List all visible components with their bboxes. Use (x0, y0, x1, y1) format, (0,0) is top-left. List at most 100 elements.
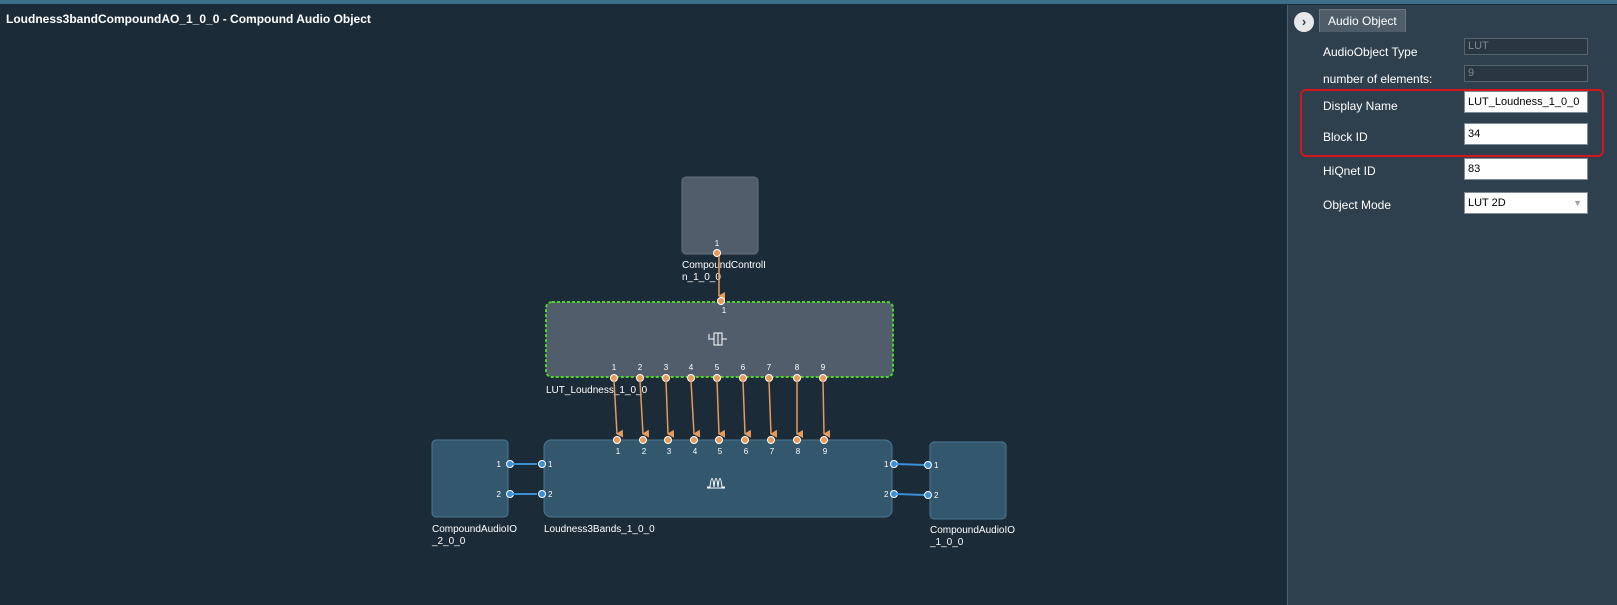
lut-output-pin[interactable] (765, 374, 773, 382)
lut-output-wire[interactable] (613, 380, 624, 438)
filter-bands-icon (707, 478, 725, 489)
audio-io-2-pin-2[interactable] (506, 490, 514, 498)
lut-output-pin-label: 4 (689, 363, 694, 372)
loudness-input-pin[interactable] (715, 436, 723, 444)
audio-wire-right-1[interactable] (896, 463, 925, 466)
loudness-right-pin-2-label: 2 (884, 490, 889, 499)
lut-output-pin[interactable] (636, 374, 644, 382)
loudness-input-pin-label: 7 (770, 447, 775, 456)
loudness-input-pin[interactable] (793, 436, 801, 444)
number-of-elements-label: number of elements: (1323, 72, 1433, 86)
block-id-label: Block ID (1323, 130, 1368, 144)
properties-panel: › Audio Object AudioObject Type LUT numb… (1288, 5, 1617, 605)
block-id-field[interactable]: 34 (1464, 123, 1588, 145)
lut-output-wire[interactable] (690, 380, 701, 438)
loudness-block-label: Loudness3Bands_1_0_0 (544, 524, 655, 535)
loudness-input-pin[interactable] (820, 436, 828, 444)
audio-io-1-pin-2[interactable] (924, 491, 932, 499)
audio-io-2-label-1: CompoundAudioIO (432, 524, 517, 535)
audioobject-type-field: LUT (1464, 38, 1588, 55)
canvas-title: Loudness3bandCompoundAO_1_0_0 - Compound… (6, 12, 371, 26)
audio-io-1-label-2: _1_0_0 (929, 537, 964, 548)
loudness-input-pin[interactable] (741, 436, 749, 444)
lut-output-pin[interactable] (610, 374, 618, 382)
compound-control-in-block[interactable]: 1 CompoundControlI n_1_0_0 (681, 176, 766, 283)
lut-output-pin-label: 7 (767, 363, 772, 372)
lut-output-pin-label: 9 (821, 363, 826, 372)
lut-output-pin-label: 1 (612, 363, 617, 372)
compound-audio-io-2-block[interactable]: 1 2 CompoundAudioIO _2_0_0 (431, 439, 517, 547)
lut-icon (708, 332, 727, 346)
loudness-input-pin-label: 2 (642, 447, 647, 456)
chevron-right-icon[interactable]: › (1294, 12, 1314, 32)
lut-output-pin[interactable] (739, 374, 747, 382)
lut-output-wires[interactable] (613, 380, 831, 438)
lut-output-pin[interactable] (793, 374, 801, 382)
loudness-input-pin[interactable] (639, 436, 647, 444)
control-in-label-1: CompoundControlI (682, 260, 766, 271)
object-mode-label: Object Mode (1323, 198, 1392, 212)
loudness-left-pin-1-label: 1 (548, 460, 553, 469)
loudness-input-pin[interactable] (690, 436, 698, 444)
lut-output-wire[interactable] (822, 380, 831, 438)
hiqnet-id-field[interactable]: 83 (1464, 158, 1588, 180)
loudness-right-pin-2[interactable] (890, 490, 898, 498)
loudness-left-pin-2[interactable] (538, 490, 546, 498)
lut-output-wire[interactable] (716, 380, 726, 438)
audio-io-1-pin-1[interactable] (924, 461, 932, 469)
lut-output-pin[interactable] (713, 374, 721, 382)
loudness-input-pin-label: 6 (744, 447, 749, 456)
loudness-input-pin[interactable] (613, 436, 621, 444)
lut-block-label: LUT_Loudness_1_0_0 (546, 385, 648, 396)
loudness-input-pin-label: 4 (693, 447, 698, 456)
audio-io-1-label-1: CompoundAudioIO (930, 525, 1015, 536)
lut-input-pin[interactable] (717, 297, 725, 305)
lut-output-pin[interactable] (687, 374, 695, 382)
loudness-input-pin[interactable] (767, 436, 775, 444)
highlight-box (1300, 89, 1604, 157)
audio-io-2-pin-1[interactable] (506, 460, 514, 468)
lut-output-wire[interactable] (665, 380, 675, 438)
audio-io-2-pin-1-label: 1 (497, 460, 502, 469)
object-mode-value: LUT 2D (1468, 197, 1506, 209)
display-name-label: Display Name (1323, 99, 1398, 113)
audio-io-1-pin-1-label: 1 (934, 461, 939, 470)
control-in-label-2: n_1_0_0 (682, 272, 721, 283)
audio-io-2-label-2: _2_0_0 (431, 536, 466, 547)
loudness-right-pin-1-label: 1 (884, 460, 889, 469)
control-in-pin[interactable] (713, 249, 721, 257)
lut-output-pin-label: 5 (715, 363, 720, 372)
audioobject-type-label: AudioObject Type (1323, 45, 1418, 59)
chevron-down-icon: ▼ (1573, 198, 1582, 208)
display-name-field[interactable]: LUT_Loudness_1_0_0 (1464, 91, 1588, 113)
lut-output-wire[interactable] (742, 380, 752, 438)
object-mode-select[interactable]: LUT 2D ▼ (1464, 192, 1588, 214)
loudness-input-pin[interactable] (664, 436, 672, 444)
audio-io-1-pin-2-label: 2 (934, 491, 939, 500)
loudness-input-pin-label: 5 (718, 447, 723, 456)
tab-audio-object[interactable]: Audio Object (1319, 9, 1406, 32)
lut-output-pin[interactable] (662, 374, 670, 382)
hiqnet-id-label: HiQnet ID (1323, 164, 1376, 178)
window-top-bar (0, 0, 1617, 4)
lut-output-wire[interactable] (768, 380, 778, 438)
lut-output-pin-label: 8 (795, 363, 800, 372)
loudness-input-pin-label: 9 (823, 447, 828, 456)
loudness-left-pin-1[interactable] (538, 460, 546, 468)
lut-output-wire[interactable] (639, 380, 650, 438)
lut-output-pin-label: 2 (638, 363, 643, 372)
panel-divider[interactable] (1287, 5, 1288, 605)
lut-output-pin-label: 6 (741, 363, 746, 372)
lut-output-pin-label: 3 (664, 363, 669, 372)
loudness-right-pin-1[interactable] (890, 460, 898, 468)
control-in-pin-label: 1 (715, 239, 720, 248)
loudness-left-pin-2-label: 2 (548, 490, 553, 499)
signal-graph-canvas[interactable]: 1 CompoundControlI n_1_0_0 1 LUT_Loudnes… (0, 0, 1287, 605)
loudness-input-pin-label: 3 (667, 447, 672, 456)
loudness-input-pin-label: 1 (616, 447, 621, 456)
compound-audio-io-1-block[interactable]: 1 2 CompoundAudioIO _1_0_0 (924, 441, 1016, 548)
audio-wire-right-2[interactable] (896, 493, 925, 496)
lut-output-pin[interactable] (819, 374, 827, 382)
